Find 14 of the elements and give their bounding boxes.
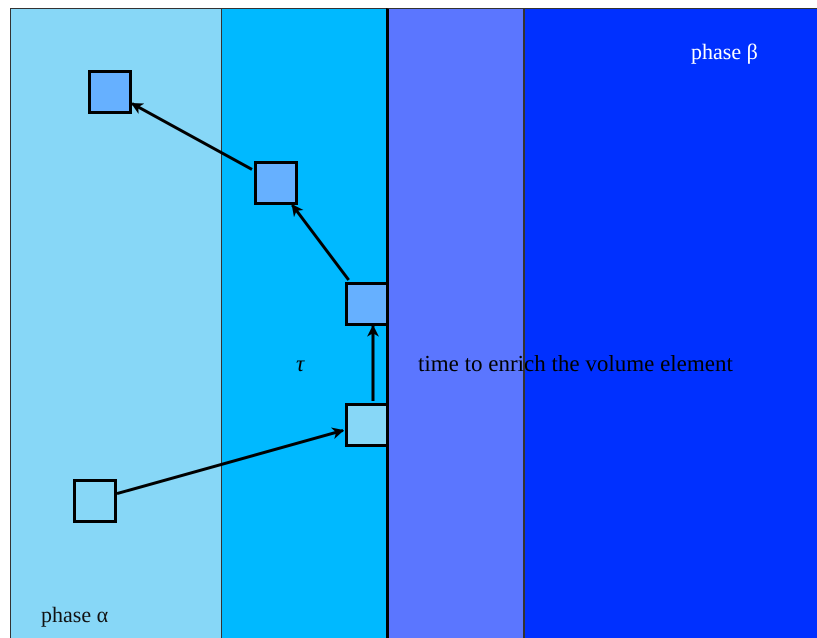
volume-element-square <box>88 70 132 114</box>
volume-element-square <box>345 403 389 447</box>
arrow <box>291 204 350 281</box>
arrow <box>130 102 253 171</box>
arrow <box>116 428 344 496</box>
phase-label: phase α <box>41 604 108 626</box>
phase-label: phase β <box>691 41 758 63</box>
phase-band <box>221 8 388 638</box>
symbol-label: τ <box>296 352 304 375</box>
volume-element-square <box>254 161 298 205</box>
volume-element-square <box>345 282 389 326</box>
volume-element-square <box>73 479 117 523</box>
arrow <box>367 324 379 401</box>
phase-band <box>10 8 222 638</box>
